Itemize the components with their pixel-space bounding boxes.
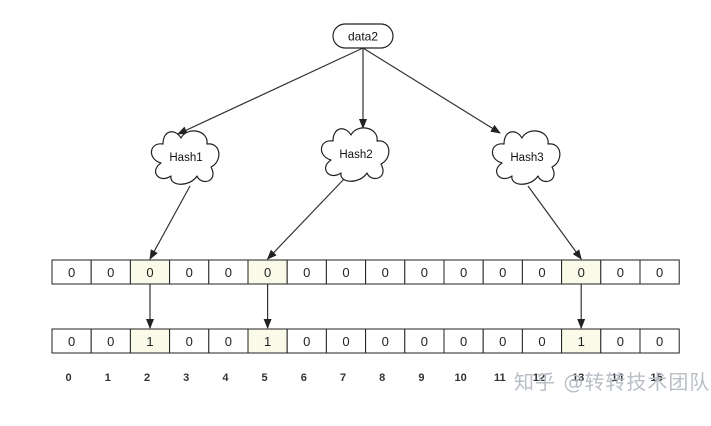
before-bit-1: 0 (107, 265, 114, 280)
root-to-hash1-arrow (177, 47, 364, 135)
before-cell-0 (51, 259, 92, 285)
index-label-1: 1 (105, 372, 111, 384)
before-bit-2: 0 (146, 265, 153, 280)
after-cell-9 (404, 328, 445, 354)
after-bit-15: 0 (656, 334, 663, 349)
hash1-to-bit-arrow (149, 185, 191, 260)
before-bit-3: 0 (186, 265, 193, 280)
hash-cloud-2: Hash2 (320, 127, 390, 182)
root-to-hash3-arrow (362, 47, 501, 134)
after-cell-12 (521, 328, 563, 354)
index-label-8: 8 (379, 372, 385, 384)
hash-functions: Hash1 Hash2 Hash3 (150, 127, 561, 185)
before-bit-13: 0 (578, 265, 585, 280)
before-cell-10 (443, 259, 484, 285)
after-bit-10: 0 (460, 334, 467, 349)
before-cell-15 (639, 259, 680, 285)
after-cell-3 (169, 328, 210, 354)
before-bit-10: 0 (460, 265, 467, 280)
before-cell-12 (521, 259, 563, 285)
after-cell-8 (365, 328, 406, 354)
before-bit-4: 0 (225, 265, 232, 280)
index-label-13: 13 (572, 372, 584, 384)
hash-cloud-3: Hash3 (491, 130, 561, 185)
before-cell-2 (129, 259, 171, 285)
before-bit-8: 0 (382, 265, 389, 280)
after-bit-8: 0 (382, 334, 389, 349)
after-cell-13 (561, 328, 602, 354)
index-label-5: 5 (262, 372, 268, 384)
after-cell-0 (51, 328, 92, 354)
before-bit-6: 0 (303, 265, 310, 280)
hash3-to-bit-arrow (527, 185, 582, 260)
index-label-10: 10 (454, 372, 466, 384)
after-cell-15 (639, 328, 680, 354)
after-bit-7: 0 (342, 334, 349, 349)
connector-arrows (146, 47, 586, 329)
root-node: data2 (332, 23, 394, 49)
before-cell-1 (90, 259, 131, 285)
index-label-4: 4 (222, 372, 229, 384)
hash-label-3: Hash3 (510, 152, 543, 164)
after-bit-1: 0 (107, 334, 114, 349)
bit-array-after: 0 0 1 0 0 1 0 0 0 0 0 0 0 1 0 0 (51, 328, 680, 354)
after-bit-11: 0 (499, 334, 506, 349)
after-bit-13: 1 (578, 334, 585, 349)
watermark: 知乎 @转转技术团队 (514, 370, 711, 394)
before-bit-0: 0 (68, 265, 75, 280)
bit-array-before: 0 0 0 0 0 0 0 0 0 0 0 0 0 0 0 0 (51, 259, 680, 285)
before-bit-5: 0 (264, 265, 271, 280)
index-label-3: 3 (183, 372, 189, 384)
index-label-11: 11 (494, 372, 506, 384)
root-label: data2 (348, 30, 378, 44)
index-label-2: 2 (144, 372, 150, 384)
after-bit-2: 1 (146, 334, 153, 349)
before-bit-12: 0 (538, 265, 545, 280)
after-cell-7 (325, 328, 367, 354)
before-bit-11: 0 (499, 265, 506, 280)
after-bit-4: 0 (225, 334, 232, 349)
index-label-0: 0 (66, 372, 72, 384)
after-cell-11 (482, 328, 523, 354)
after-cell-6 (286, 328, 327, 354)
before-bit-14: 0 (617, 265, 624, 280)
after-bit-6: 0 (303, 334, 310, 349)
index-label-14: 14 (611, 372, 624, 384)
before-cell-5 (247, 259, 288, 285)
before-cell-4 (208, 259, 249, 285)
after-bit-9: 0 (421, 334, 428, 349)
hash-label-2: Hash2 (339, 149, 372, 161)
index-label-9: 9 (418, 372, 424, 384)
before-cell-8 (365, 259, 406, 285)
after-bit-3: 0 (186, 334, 193, 349)
after-bit-12: 0 (538, 334, 545, 349)
index-label-12: 12 (533, 372, 545, 384)
before-cell-13 (561, 259, 602, 285)
before-bit-7: 0 (342, 265, 349, 280)
hash2-to-bit-arrow (266, 177, 346, 260)
before-cell-3 (169, 259, 210, 285)
after-cell-5 (247, 328, 288, 354)
after-cell-4 (208, 328, 249, 354)
before-bit-9: 0 (421, 265, 428, 280)
after-bit-0: 0 (68, 334, 75, 349)
hash-cloud-1: Hash1 (150, 130, 220, 185)
index-label-7: 7 (340, 372, 346, 384)
after-bit-5: 1 (264, 334, 271, 349)
index-label-6: 6 (301, 372, 307, 384)
after-cell-2 (129, 328, 171, 354)
hash-label-1: Hash1 (169, 152, 202, 164)
before-bit-15: 0 (656, 265, 663, 280)
after-bit-14: 0 (617, 334, 624, 349)
index-label-15: 15 (650, 372, 662, 384)
